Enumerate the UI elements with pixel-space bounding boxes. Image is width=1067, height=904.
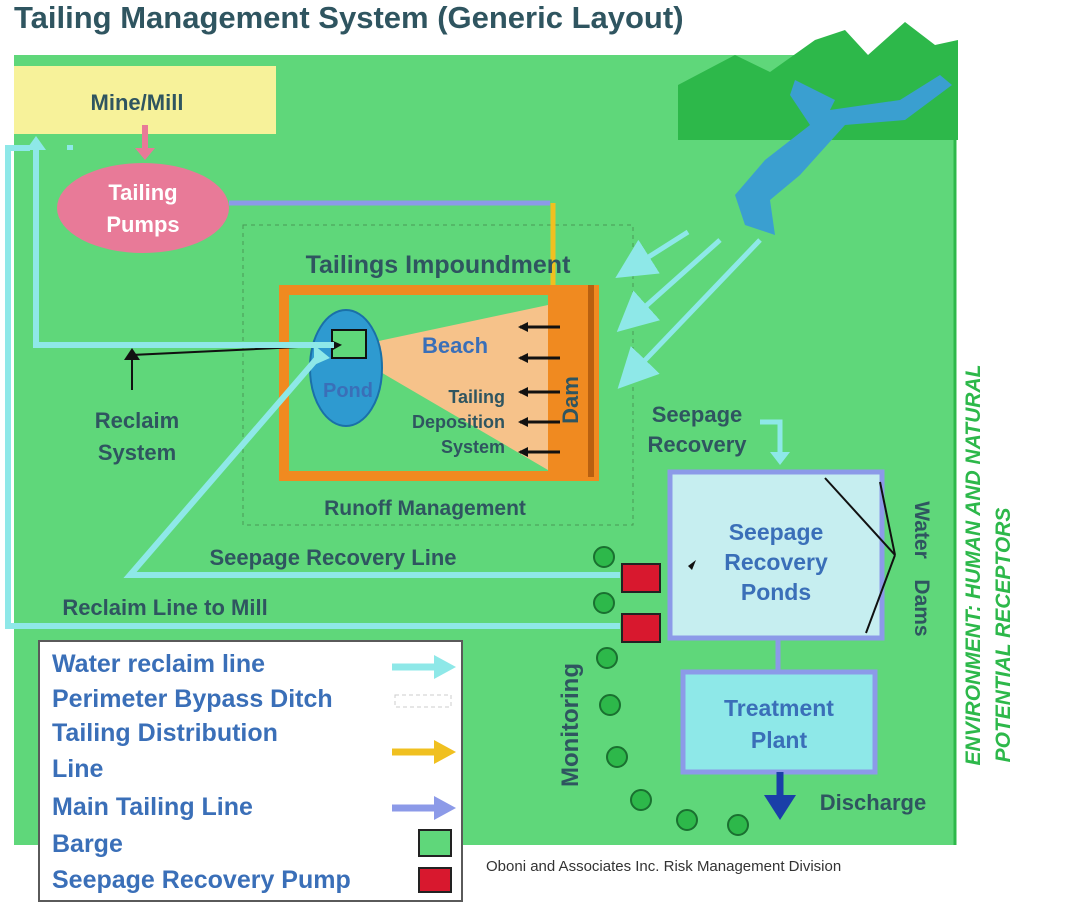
pond: [309, 309, 383, 427]
mine-mill-box: [14, 66, 276, 134]
treatment-plant: [680, 669, 878, 775]
pond-barge: [331, 329, 367, 359]
seepage-recovery-arrowhead: [770, 452, 790, 465]
credit-text: Oboni and Associates Inc. Risk Managemen…: [486, 858, 842, 875]
seepage-recovery-label-2: Recovery: [647, 432, 747, 457]
river-seepage-arrows: [615, 229, 762, 389]
legend-water-reclaim-arrow: [392, 655, 456, 679]
runoff-label: Runoff Management: [324, 497, 526, 520]
legend-distribution-1: Tailing Distribution: [52, 719, 278, 747]
seepage-ponds-label-2: Recovery: [724, 549, 828, 575]
seepage-recovery-ponds: [667, 469, 885, 641]
deposition-arrows: [518, 322, 560, 457]
reclaim-line-to-mill: [5, 145, 620, 629]
water-dam-pointers: [824, 477, 896, 634]
monitoring-well: [630, 789, 652, 811]
deposition-label-1: Tailing: [448, 387, 505, 407]
pond-label: Pond: [323, 380, 373, 402]
legend-distribution-arrow: [392, 740, 456, 764]
tailing-pumps-label-2: Pumps: [106, 212, 179, 237]
discharge-label: Discharge: [820, 790, 926, 815]
water-dam-pointer: [865, 554, 896, 634]
discharge-arrowhead: [764, 795, 796, 820]
seepage-line-arrowhead: [314, 345, 330, 365]
monitoring-well: [599, 694, 621, 716]
tailing-pumps: [57, 163, 229, 253]
water-reclaim-line: [33, 140, 334, 348]
monitoring-well: [727, 814, 749, 836]
dam: [548, 285, 590, 477]
reclaim-system-label-2: System: [98, 440, 176, 465]
impoundment-label: Tailings Impoundment: [306, 251, 571, 279]
legend-bypass-symbol: [394, 694, 452, 708]
seepage-diagonal-arrow: [616, 238, 722, 332]
dam-label: Dam: [558, 376, 583, 424]
environment-label-1: ENVIRONMENT: HUMAN AND NATURAL: [962, 365, 985, 766]
water-dams-label-1: Water: [910, 501, 933, 559]
legend-pump-symbol: [418, 867, 452, 893]
seepage-diagonal-arrow: [617, 238, 762, 389]
monitoring-well: [596, 647, 618, 669]
monitoring-wells: [593, 546, 749, 836]
legend-distribution-2: Line: [52, 755, 104, 783]
legend-main-line: Main Tailing Line: [52, 793, 253, 821]
legend-main-line-arrow: [392, 796, 456, 820]
legend-bypass: Perimeter Bypass Ditch: [52, 685, 333, 713]
treatment-label-1: Treatment: [724, 695, 834, 721]
mine-to-pumps-arrowhead: [135, 148, 155, 160]
page-title: Tailing Management System (Generic Layou…: [14, 0, 684, 35]
legend-pump: Seepage Recovery Pump: [52, 866, 351, 894]
monitoring-well: [593, 546, 615, 568]
reclaim-pointer-up: [124, 348, 140, 360]
reclaim-line-label: Reclaim Line to Mill: [62, 595, 267, 620]
seepage-ponds-label-1: Seepage: [729, 519, 824, 545]
water-dam-pointer: [824, 477, 896, 556]
environment-label-2: POTENTIAL RECEPTORS: [992, 508, 1015, 763]
water-dams-label-2: Dams: [910, 579, 933, 636]
seepage-recovery-pump: [621, 613, 661, 643]
treatment-label-2: Plant: [751, 727, 808, 753]
beach-label: Beach: [422, 333, 488, 358]
seepage-line-label: Seepage Recovery Line: [209, 545, 456, 570]
water-reclaim-arrowhead: [26, 136, 46, 150]
monitoring-well: [606, 746, 628, 768]
seepage-ponds-tick: [688, 560, 696, 570]
legend-barge-symbol: [418, 829, 452, 857]
monitoring-label: Monitoring: [557, 663, 584, 787]
deposition-label-3: System: [441, 437, 505, 457]
tailing-pumps-label-1: Tailing: [108, 180, 177, 205]
river: [735, 75, 952, 235]
water-dam-pointer: [879, 481, 896, 556]
legend-barge: Barge: [52, 830, 123, 858]
legend: Water reclaim line Perimeter Bypass Ditc…: [38, 640, 463, 902]
mine-mill-label: Mine/Mill: [91, 90, 184, 115]
reclaim-system-label-1: Reclaim: [95, 408, 179, 433]
deposition-label-2: Deposition: [412, 412, 505, 432]
seepage-ponds-label-3: Ponds: [741, 579, 811, 605]
seepage-recovery-label-1: Seepage: [652, 402, 743, 427]
monitoring-well: [676, 809, 698, 831]
monitoring-well: [593, 592, 615, 614]
beach: [360, 305, 548, 470]
seepage-recovery-pump: [621, 563, 661, 593]
dam-shadow: [588, 285, 594, 477]
legend-water-reclaim: Water reclaim line: [52, 650, 266, 678]
seepage-recovery-line: [123, 353, 620, 578]
seepage-diagonal-arrow: [615, 229, 690, 279]
seepage-recovery-arrow: [760, 419, 783, 455]
